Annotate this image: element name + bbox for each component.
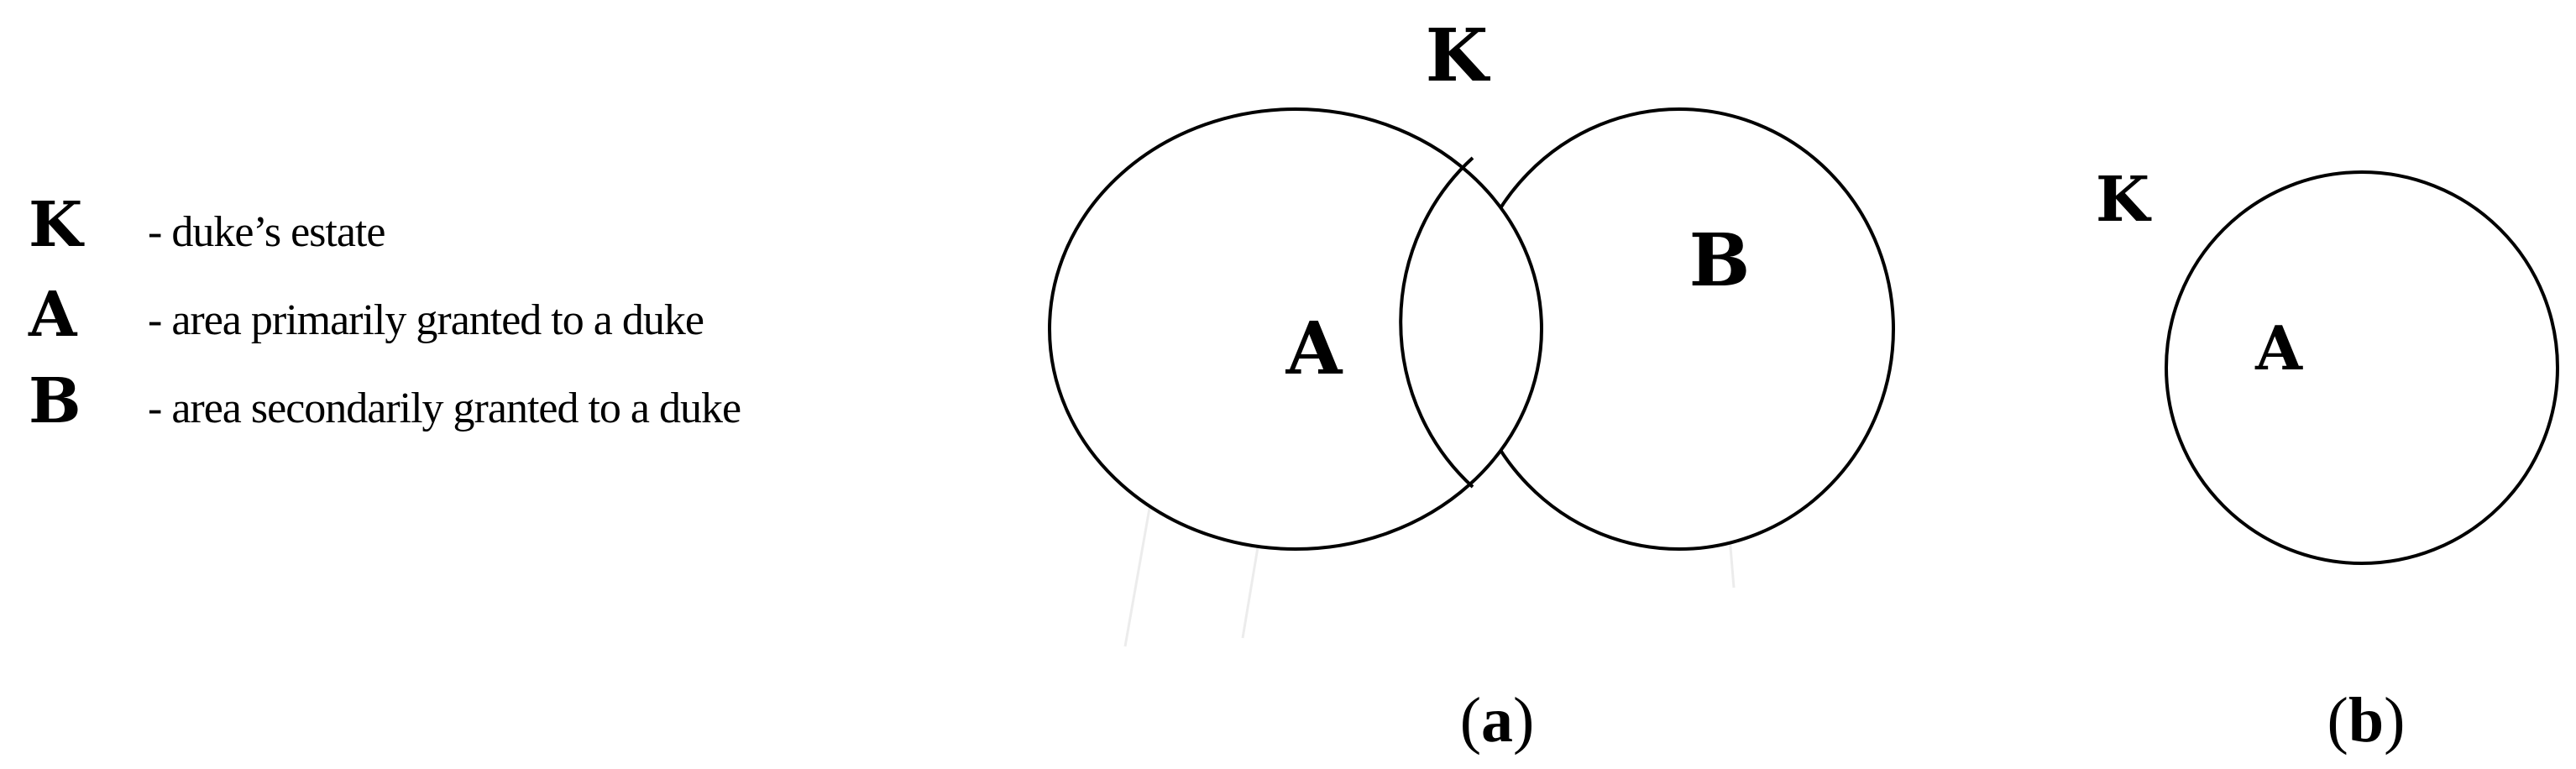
caption-a-close: ) <box>1513 685 1534 756</box>
legend-key-b: B <box>29 365 81 437</box>
panel-b-estate-label-k: K <box>2096 164 2152 236</box>
caption-b: (b) <box>2327 685 2406 756</box>
caption-b-open: ( <box>2327 685 2348 756</box>
panel-b-region-a-circle <box>2165 170 2559 565</box>
region-b-label: B <box>1689 218 1751 303</box>
panel-b-region-a-label: A <box>2254 312 2303 384</box>
region-a-label: A <box>1285 306 1343 391</box>
caption-a-letter: a <box>1481 685 1513 756</box>
region-a-circle <box>1048 107 1543 551</box>
caption-b-letter: b <box>2348 685 2384 756</box>
estate-label-k: K <box>1426 13 1491 98</box>
legend-text-a: - area primarily granted to a duke <box>148 296 704 344</box>
legend-text-b: - area secondarily granted to a duke <box>148 384 741 432</box>
legend: K - duke’s estate A - area primarily gra… <box>28 189 741 437</box>
caption-a-open: ( <box>1460 685 1481 756</box>
legend-key-a: A <box>28 279 78 351</box>
caption-a: (a) <box>1460 685 1535 756</box>
legend-text-k: - duke’s estate <box>148 208 385 256</box>
region-b-overlap-arc <box>1399 156 1474 489</box>
caption-b-close: ) <box>2384 685 2405 756</box>
legend-key-k: K <box>29 189 85 261</box>
panel-b: K A (b) <box>2096 164 2559 756</box>
panel-a: K A B (a) <box>1048 13 1895 756</box>
